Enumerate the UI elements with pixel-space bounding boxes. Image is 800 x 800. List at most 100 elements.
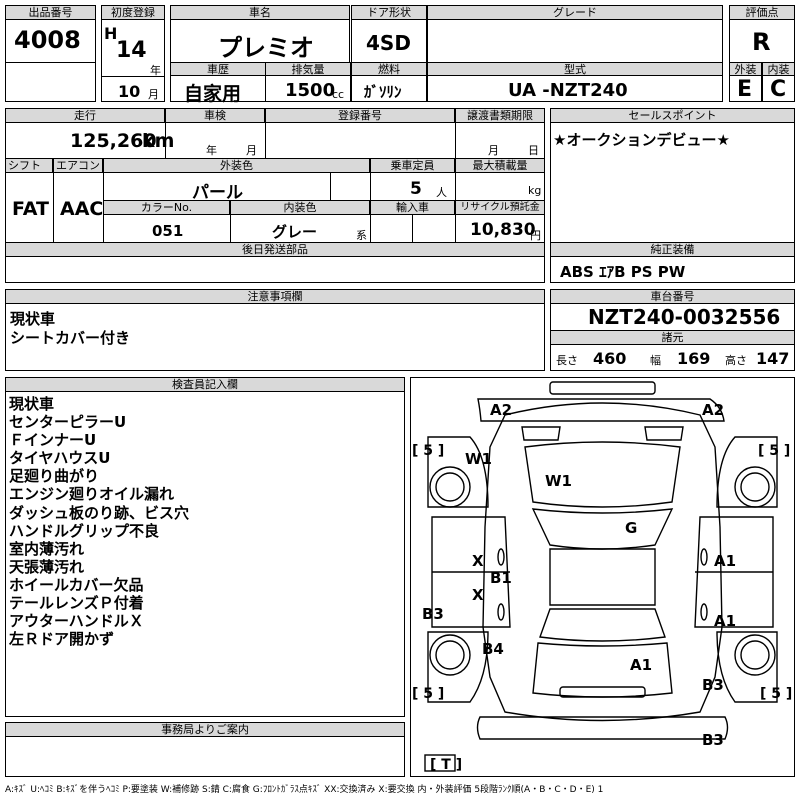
caution-header: 注意事項欄 bbox=[5, 289, 545, 304]
sales-point-header: セールスポイント bbox=[550, 108, 795, 123]
car-history: 自家用 bbox=[184, 83, 242, 105]
ac: AAC bbox=[60, 198, 104, 220]
first-reg-month: 10 bbox=[118, 82, 141, 101]
fuel: ｶﾞｿﾘﾝ bbox=[364, 83, 402, 101]
lot-no-header: 出品番号 bbox=[5, 5, 96, 20]
note-line: 足廻り曲がり bbox=[9, 467, 100, 486]
mark-door-fr: A1 bbox=[714, 552, 736, 570]
chassis-header: 車台番号 bbox=[550, 289, 795, 304]
first-reg-header: 初度登録 bbox=[101, 5, 165, 20]
car-name-header: 車名 bbox=[170, 5, 350, 20]
inspector-notes: 現状車 センターピラーU ＦインナーU タイヤハウスU 足廻り曲がり エンジン廻… bbox=[9, 395, 189, 648]
first-reg-era: H bbox=[104, 24, 118, 43]
mark-spare: [ T ] bbox=[430, 757, 462, 773]
note-line: ホイールカバー欠品 bbox=[9, 575, 144, 594]
grade-header: グレード bbox=[427, 5, 723, 20]
displacement-unit: cc bbox=[332, 88, 345, 101]
interior-grade: C bbox=[770, 77, 787, 102]
transfer-day-unit: 日 bbox=[528, 144, 539, 157]
note-line: 現状車 bbox=[9, 395, 55, 413]
mileage-unit: km bbox=[142, 130, 175, 152]
chassis-number: NZT240-0032556 bbox=[588, 305, 781, 329]
displacement: 1500 bbox=[285, 80, 336, 101]
model: UA -NZT240 bbox=[508, 80, 628, 101]
height-value: 147 bbox=[756, 349, 790, 368]
interior-header: 内装 bbox=[762, 62, 795, 76]
mark-glass: G bbox=[625, 519, 637, 537]
displacement-header: 排気量 bbox=[265, 62, 351, 76]
note-line: 室内薄汚れ bbox=[9, 539, 85, 558]
mark-door-rl: X bbox=[472, 586, 484, 604]
note-line: アウターハンドルＸ bbox=[9, 612, 144, 631]
mark-front-right: A2 bbox=[702, 401, 724, 419]
transfer-month-unit: 月 bbox=[488, 144, 499, 157]
shift-header: シフト bbox=[5, 158, 53, 173]
ac-header: エアコン bbox=[53, 158, 103, 173]
ext-color: パール bbox=[192, 183, 243, 203]
car-history-header: 車歴 bbox=[170, 62, 266, 76]
int-color-header: 内装色 bbox=[230, 200, 370, 215]
width-label: 幅 bbox=[650, 354, 661, 367]
legend: A:ｷｽﾞ U:ﾍｺﾐ B:ｷｽﾞを伴うﾍｺﾐ P:要塗装 W:補修跡 S:錆 … bbox=[5, 785, 604, 795]
fuel-header: 燃料 bbox=[351, 62, 427, 76]
mark-tire-rr: [ 5 ] bbox=[760, 686, 792, 702]
door-type: 4SD bbox=[366, 31, 411, 55]
plate-header: 登録番号 bbox=[265, 108, 455, 123]
car-name: プレミオ bbox=[218, 34, 314, 62]
recycle-unit: 円 bbox=[530, 229, 541, 242]
mark-tire-rl: [ 5 ] bbox=[412, 686, 444, 702]
car-diagram: A2 A2 [ 5 ] [ 5 ] [ 5 ] [ 5 ] [ T ] W1 W… bbox=[412, 381, 792, 773]
note-line: ハンドルグリップ不良 bbox=[9, 521, 160, 540]
note-line: 天張薄汚れ bbox=[9, 557, 85, 576]
score-value: R bbox=[752, 28, 771, 56]
length-value: 460 bbox=[593, 349, 627, 368]
first-reg-box bbox=[101, 5, 165, 102]
capacity-header: 乗車定員 bbox=[370, 158, 455, 173]
exterior-header: 外装 bbox=[729, 62, 762, 76]
sales-point: ★オークションデビュー★ bbox=[553, 131, 730, 149]
transfer-header: 譲渡書類期限 bbox=[455, 108, 545, 123]
inspector-box bbox=[5, 377, 405, 717]
note-line: ＦインナーU bbox=[9, 431, 97, 450]
mark-front-left: A2 bbox=[490, 401, 512, 419]
length-label: 長さ bbox=[556, 354, 578, 367]
dims-header: 諸元 bbox=[550, 330, 795, 345]
later-parts-header: 後日発送部品 bbox=[5, 242, 545, 257]
recycle: 10,830 bbox=[470, 220, 536, 240]
ext-color-header: 外装色 bbox=[103, 158, 370, 173]
mileage-header: 走行 bbox=[5, 108, 165, 123]
shift: FAT bbox=[12, 198, 49, 220]
int-color: グレー bbox=[272, 223, 318, 241]
lot-no: 4008 bbox=[14, 26, 81, 54]
mark-door-fl: X bbox=[472, 552, 484, 570]
width-value: 169 bbox=[677, 349, 711, 368]
import-header: 輸入車 bbox=[370, 200, 455, 215]
recycle-header: リサイクル預託金 bbox=[455, 200, 545, 215]
mark-tire-fr: [ 5 ] bbox=[758, 443, 790, 459]
mark-trunk: A1 bbox=[630, 656, 652, 674]
office-header: 事務局よりご案内 bbox=[5, 722, 405, 737]
mark-rear: B3 bbox=[702, 731, 724, 749]
equipment: ABS ｴｱB PS PW bbox=[560, 263, 686, 281]
mark-quarter-r: B3 bbox=[702, 676, 724, 694]
capacity-unit: 人 bbox=[436, 186, 447, 199]
mark-fender-fl: W1 bbox=[465, 450, 492, 468]
inspection-header: 車検 bbox=[165, 108, 265, 123]
model-header: 型式 bbox=[427, 62, 723, 76]
note-line: テールレンズＰ付着 bbox=[9, 594, 144, 613]
mark-tire-fl: [ 5 ] bbox=[412, 443, 444, 459]
mark-hood: W1 bbox=[545, 472, 572, 490]
mark-rocker-l: B3 bbox=[422, 605, 444, 623]
score-header: 評価点 bbox=[729, 5, 795, 20]
note-line: タイヤハウスU bbox=[9, 449, 111, 468]
door-header: ドア形状 bbox=[351, 5, 427, 20]
inspection-month-unit: 月 bbox=[246, 144, 257, 157]
first-reg-month-unit: 月 bbox=[148, 88, 159, 101]
mark-quarter-l: B4 bbox=[482, 640, 504, 658]
note-line: 左Ｒドア開かず bbox=[9, 630, 115, 649]
inspection-year-unit: 年 bbox=[206, 144, 217, 157]
mileage: 125,260 bbox=[70, 130, 157, 152]
color-no: 051 bbox=[152, 222, 184, 240]
inspector-header: 検査員記入欄 bbox=[5, 377, 405, 392]
capacity: 5 bbox=[410, 179, 422, 199]
